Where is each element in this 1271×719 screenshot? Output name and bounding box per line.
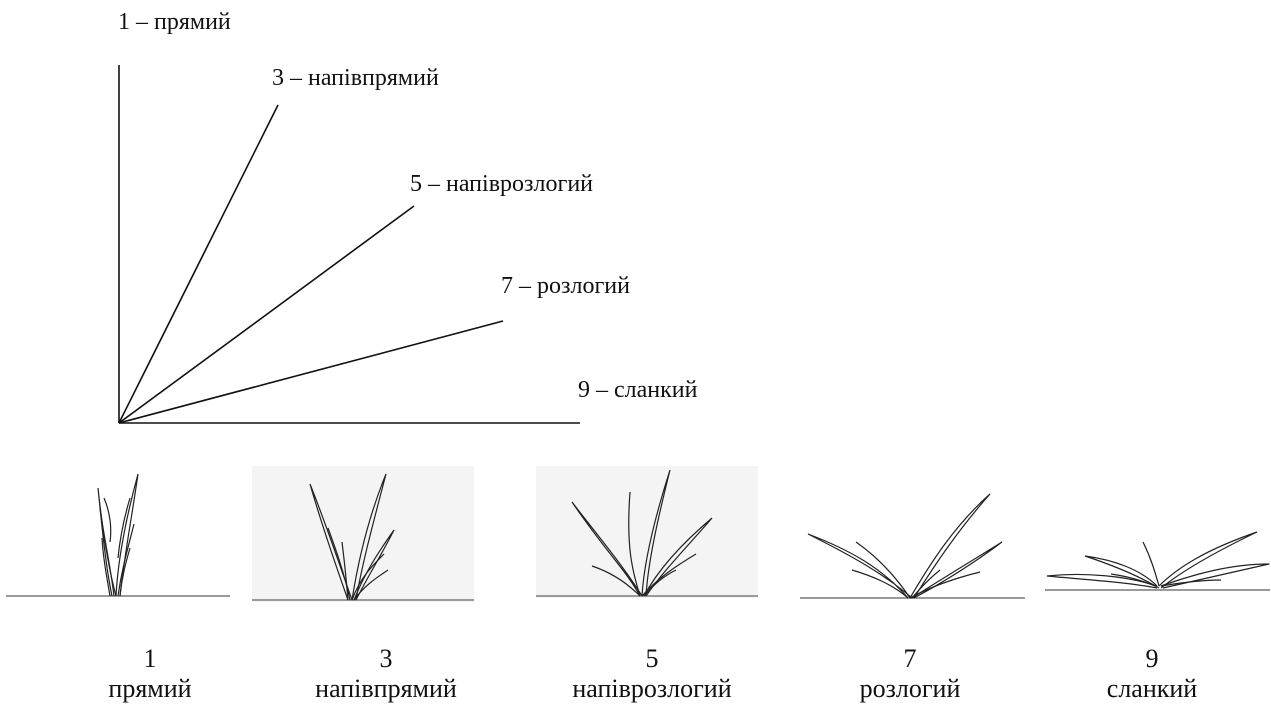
plant-name: розлогий [859,674,961,703]
plant-caption-5: 5 напіврозлогий [552,644,752,704]
plant-caption-9: 9 сланкий [1052,644,1252,704]
plant-illustration-prostrate [1045,531,1270,591]
plant-name: прямий [108,674,192,703]
ray-label-5: 5 – напіврозлогий [410,171,594,197]
plant-caption-3: 3 напівпрямий [286,644,486,704]
plant-number: 7 [903,644,917,673]
plant-number: 5 [645,644,659,673]
ray-label-3: 3 – напівпрямий [272,65,439,91]
ray-label-1: 1 – прямий [118,9,231,35]
plant-number: 3 [379,644,393,673]
plant-illustration-erect [6,473,230,597]
plant-number: 9 [1145,644,1159,673]
plant-illustration-spreading [800,493,1025,599]
plant-number: 1 [143,644,157,673]
plant-name: напівпрямий [315,674,457,703]
ray-7-spreading [118,320,504,424]
plant-illustration-semi-spreading [536,466,758,598]
plant-illustration-semi-erect [252,466,474,602]
ray-3-semi-erect [118,104,279,424]
plant-name: напіврозлогий [572,674,732,703]
ray-label-7: 7 – розлогий [501,273,630,299]
ray-5-semi-spreading [118,205,415,424]
plant-caption-7: 7 розлогий [810,644,1010,704]
plant-name: сланкий [1106,674,1198,703]
plant-caption-1: 1 прямий [50,644,250,704]
ray-label-9: 9 – сланкий [578,377,698,403]
